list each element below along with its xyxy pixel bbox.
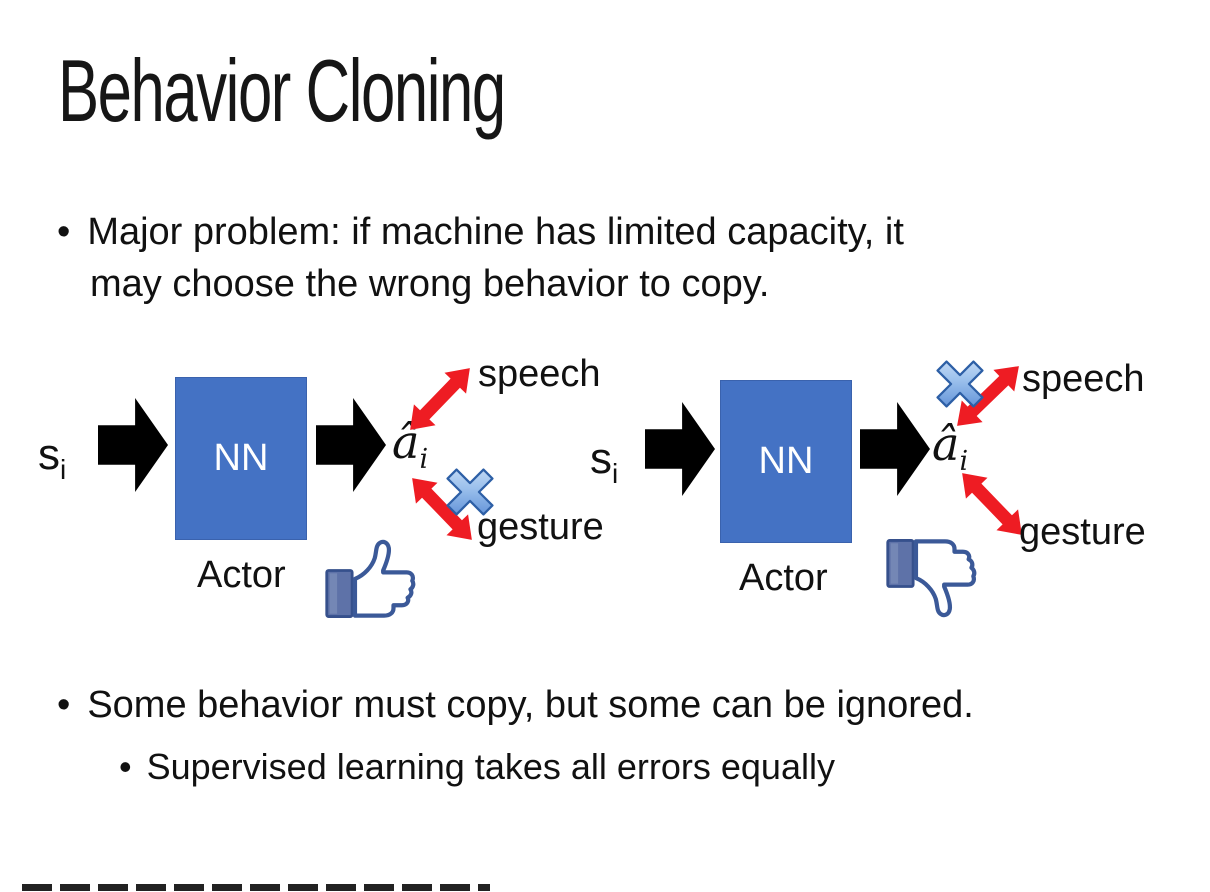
bullet-marker: •	[119, 746, 132, 787]
nn-label: NN	[758, 440, 814, 482]
input-state-subscript: i	[60, 453, 67, 485]
block-arrow-icon	[316, 398, 386, 492]
bullet-some-behavior: • Some behavior must copy, but some can …	[57, 684, 974, 727]
thumbs-down-icon	[886, 539, 977, 618]
block-arrow-icon	[860, 402, 930, 496]
block-arrow-icon	[645, 402, 715, 496]
input-state-subscript: i	[612, 457, 619, 489]
cross-icon	[936, 360, 984, 408]
bullet-supervised: • Supervised learning takes all errors e…	[119, 746, 835, 788]
input-state-letter: s	[590, 434, 612, 483]
bullet-major-problem-line1: Major problem: if machine has limited ca…	[87, 211, 904, 253]
predicted-action-subscript: i	[959, 446, 969, 478]
gesture-label: gesture	[477, 506, 604, 548]
bottom-cropped-line	[22, 884, 490, 891]
bullet-marker: •	[57, 211, 71, 253]
nn-box: NN	[720, 380, 852, 543]
nn-box: NN	[175, 377, 307, 540]
actor-label: Actor	[739, 557, 828, 599]
input-state-label: si	[38, 430, 66, 483]
gesture-label: gesture	[1019, 511, 1146, 553]
block-arrow-icon	[98, 398, 168, 492]
nn-label: NN	[213, 437, 269, 479]
input-state-letter: s	[38, 430, 60, 479]
predicted-action-letter: â	[932, 417, 960, 471]
speech-label: speech	[478, 353, 601, 395]
thumbs-up-icon	[325, 539, 416, 618]
slide-title: Behavior Cloning	[58, 41, 506, 140]
actor-label: Actor	[197, 554, 286, 596]
bullet-marker: •	[57, 684, 71, 726]
double-arrow-speech-icon	[410, 368, 470, 430]
bullet-major-problem: • Major problem: if machine has limited …	[57, 211, 904, 254]
bullet-supervised-text: Supervised learning takes all errors equ…	[146, 746, 835, 787]
double-arrow-gesture-icon	[412, 478, 472, 540]
double-arrow-speech-icon	[957, 366, 1019, 426]
input-state-label: si	[590, 434, 618, 487]
predicted-action-subscript: i	[419, 444, 429, 476]
double-arrow-gesture-icon	[962, 473, 1022, 535]
cross-icon	[446, 468, 494, 516]
predicted-action-label: âi	[932, 421, 968, 475]
bullet-some-behavior-text: Some behavior must copy, but some can be…	[87, 684, 974, 726]
bullet-major-problem-line2: may choose the wrong behavior to copy.	[90, 263, 770, 305]
speech-label: speech	[1022, 358, 1145, 400]
